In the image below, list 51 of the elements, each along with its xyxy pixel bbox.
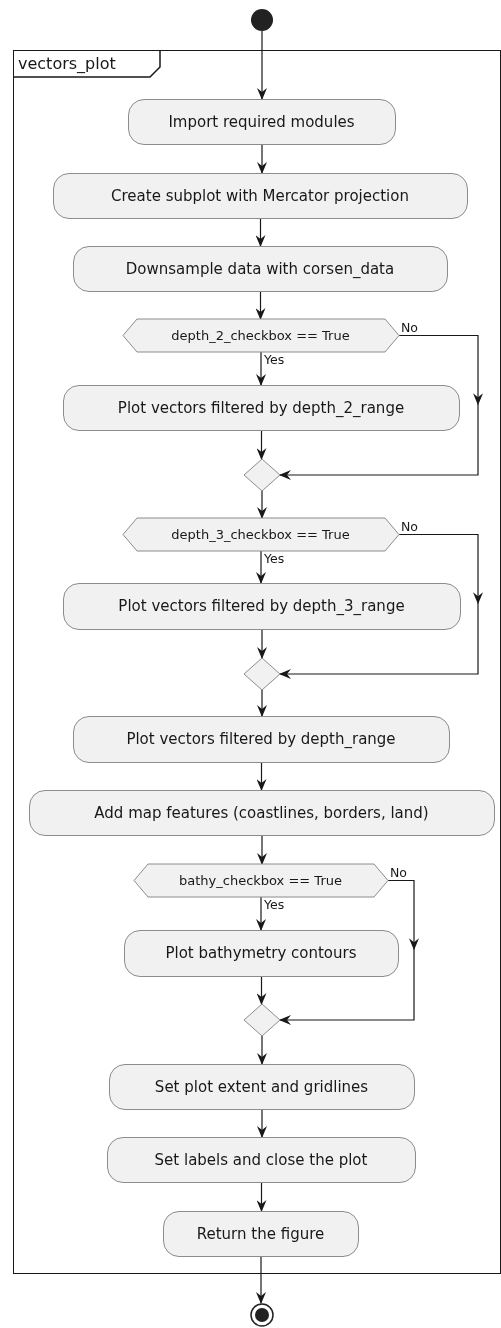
arrow xyxy=(257,30,267,100)
decision-label: bathy_checkbox == True xyxy=(179,872,342,888)
arrow xyxy=(257,835,267,865)
arrow xyxy=(279,879,419,1025)
arrow xyxy=(256,896,266,931)
decision-label: depth_3_checkbox == True xyxy=(171,526,350,542)
decision-hexagon xyxy=(122,517,399,551)
frame-title: vectors_plot xyxy=(18,54,116,74)
activity-box: Downsample data with corsen_data xyxy=(72,245,448,292)
activity-box: Plot vectors filtered by depth_3_range xyxy=(62,582,461,630)
decision-label: depth_2_checkbox == True xyxy=(171,327,350,343)
arrow xyxy=(257,1109,267,1138)
arrow xyxy=(256,351,266,386)
arrow xyxy=(256,762,267,791)
edge-label: No xyxy=(401,320,418,335)
activity-box: Create subplot with Mercator projection xyxy=(52,172,468,219)
activity-box: Import required modules xyxy=(127,98,396,145)
decision-hexagon xyxy=(133,863,388,897)
group-frame xyxy=(13,50,501,1274)
activity-box: Plot vectors filtered by depth_2_range xyxy=(62,384,460,431)
arrow xyxy=(279,334,483,480)
edge-label: Yes xyxy=(264,898,285,912)
edge-label: Yes xyxy=(264,353,285,367)
arrow xyxy=(257,1035,267,1065)
arrow xyxy=(257,144,267,174)
activity-box: Set labels and close the plot xyxy=(106,1136,416,1183)
arrow xyxy=(255,291,266,320)
merge-diamond xyxy=(243,657,280,690)
edge-label: Yes xyxy=(264,552,285,566)
merge-diamond xyxy=(243,1003,280,1036)
arrow xyxy=(257,629,267,659)
start-node xyxy=(251,9,273,31)
activity-box: Plot bathymetry contours xyxy=(123,929,399,977)
decision-hexagon xyxy=(122,318,399,352)
activity-box: Plot vectors filtered by depth_range xyxy=(72,715,450,763)
arrow xyxy=(255,218,266,247)
arrow xyxy=(256,976,267,1005)
arrow xyxy=(257,490,267,519)
merge-diamond xyxy=(243,458,280,491)
activity-box: Set plot extent and gridlines xyxy=(108,1063,415,1110)
arrow xyxy=(256,550,266,584)
arrow xyxy=(256,1256,266,1304)
arrow xyxy=(256,1182,267,1212)
edge-label: No xyxy=(401,519,418,534)
activity-box: Return the figure xyxy=(162,1210,359,1257)
arrow xyxy=(279,533,483,679)
activity-box: Add map features (coastlines, borders, land) xyxy=(28,789,495,836)
arrow xyxy=(257,689,267,717)
end-node xyxy=(250,1303,274,1327)
edge-label: No xyxy=(390,865,407,880)
arrow xyxy=(256,430,267,460)
